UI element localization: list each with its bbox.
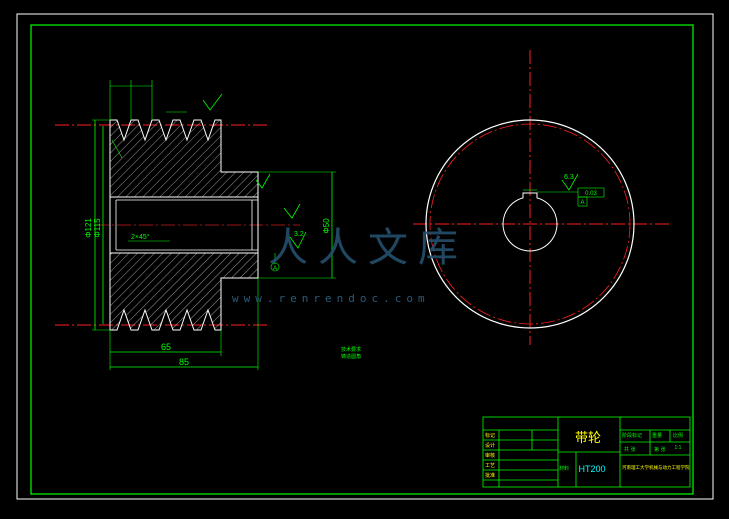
datum-box-label: A <box>580 200 584 206</box>
title-block <box>482 416 691 488</box>
row-label-4: 工艺 <box>485 463 495 469</box>
scale-label: 比例 <box>673 432 683 439</box>
material-label: 材料 <box>559 465 569 472</box>
row-label-5: 批准 <box>485 472 495 479</box>
roughness-symbol-2 <box>283 203 301 219</box>
inner-frame <box>30 24 694 495</box>
part-name: 带轮 <box>575 431 601 446</box>
datum-circle <box>270 262 280 272</box>
leader-groove <box>111 139 123 159</box>
row-label-3: 审核 <box>485 452 495 459</box>
rough-32-label: 3.2 <box>294 231 304 238</box>
watermark-url: www.renrendoc.com <box>232 292 430 305</box>
row-label-2: 设计 <box>485 442 495 449</box>
dim-115-label: Φ115 <box>93 218 102 238</box>
watermark-logo: 人人文库 <box>268 225 468 271</box>
front-view: 0.03 A 6.3 <box>413 50 671 345</box>
chamfer-label: 2×45° <box>131 233 150 241</box>
dim-65-label: 65 <box>161 342 171 352</box>
stage-label: 阶段标记 <box>622 432 642 439</box>
rough-63-label: 6.3 <box>564 174 574 181</box>
lower-hub-section <box>109 252 259 331</box>
scale-value: 1:1 <box>675 445 682 451</box>
roughness-symbol-1 <box>255 173 271 189</box>
note-line-1: 技术要求 <box>341 346 361 353</box>
note-line-2: 铸造圆角 <box>341 353 361 360</box>
school-name: 河南理工大学机械与动力工程学院 <box>622 464 690 471</box>
pitch-circle <box>429 123 631 325</box>
datum-label: A <box>273 266 277 272</box>
material-value: HT200 <box>578 464 605 474</box>
dim-85-label: 85 <box>179 357 189 367</box>
tolerance-value: 0.03 <box>585 191 597 197</box>
weight-label: 重量 <box>652 432 662 439</box>
roughness-symbol-front <box>561 173 579 191</box>
outer-circle <box>425 119 635 329</box>
dim-50-label: Φ50 <box>322 218 331 234</box>
bore <box>109 196 259 254</box>
upper-hub-section <box>109 119 259 198</box>
tolerance-frame <box>577 187 605 198</box>
datum-box <box>577 196 588 207</box>
sheet2-label: 第 张 <box>654 446 666 453</box>
sheet-label: 共 张 <box>624 446 636 453</box>
outer-frame <box>16 13 714 500</box>
section-view: Φ121 Φ115 Φ50 65 85 2×45° 3.2 A <box>55 80 336 370</box>
bore-keyway <box>502 192 558 252</box>
roughness-symbol-3 <box>202 93 223 111</box>
dim-121-label: Φ121 <box>84 218 93 238</box>
row-label-1: 标记 <box>485 432 495 439</box>
roughness-symbol-4 <box>289 231 307 249</box>
